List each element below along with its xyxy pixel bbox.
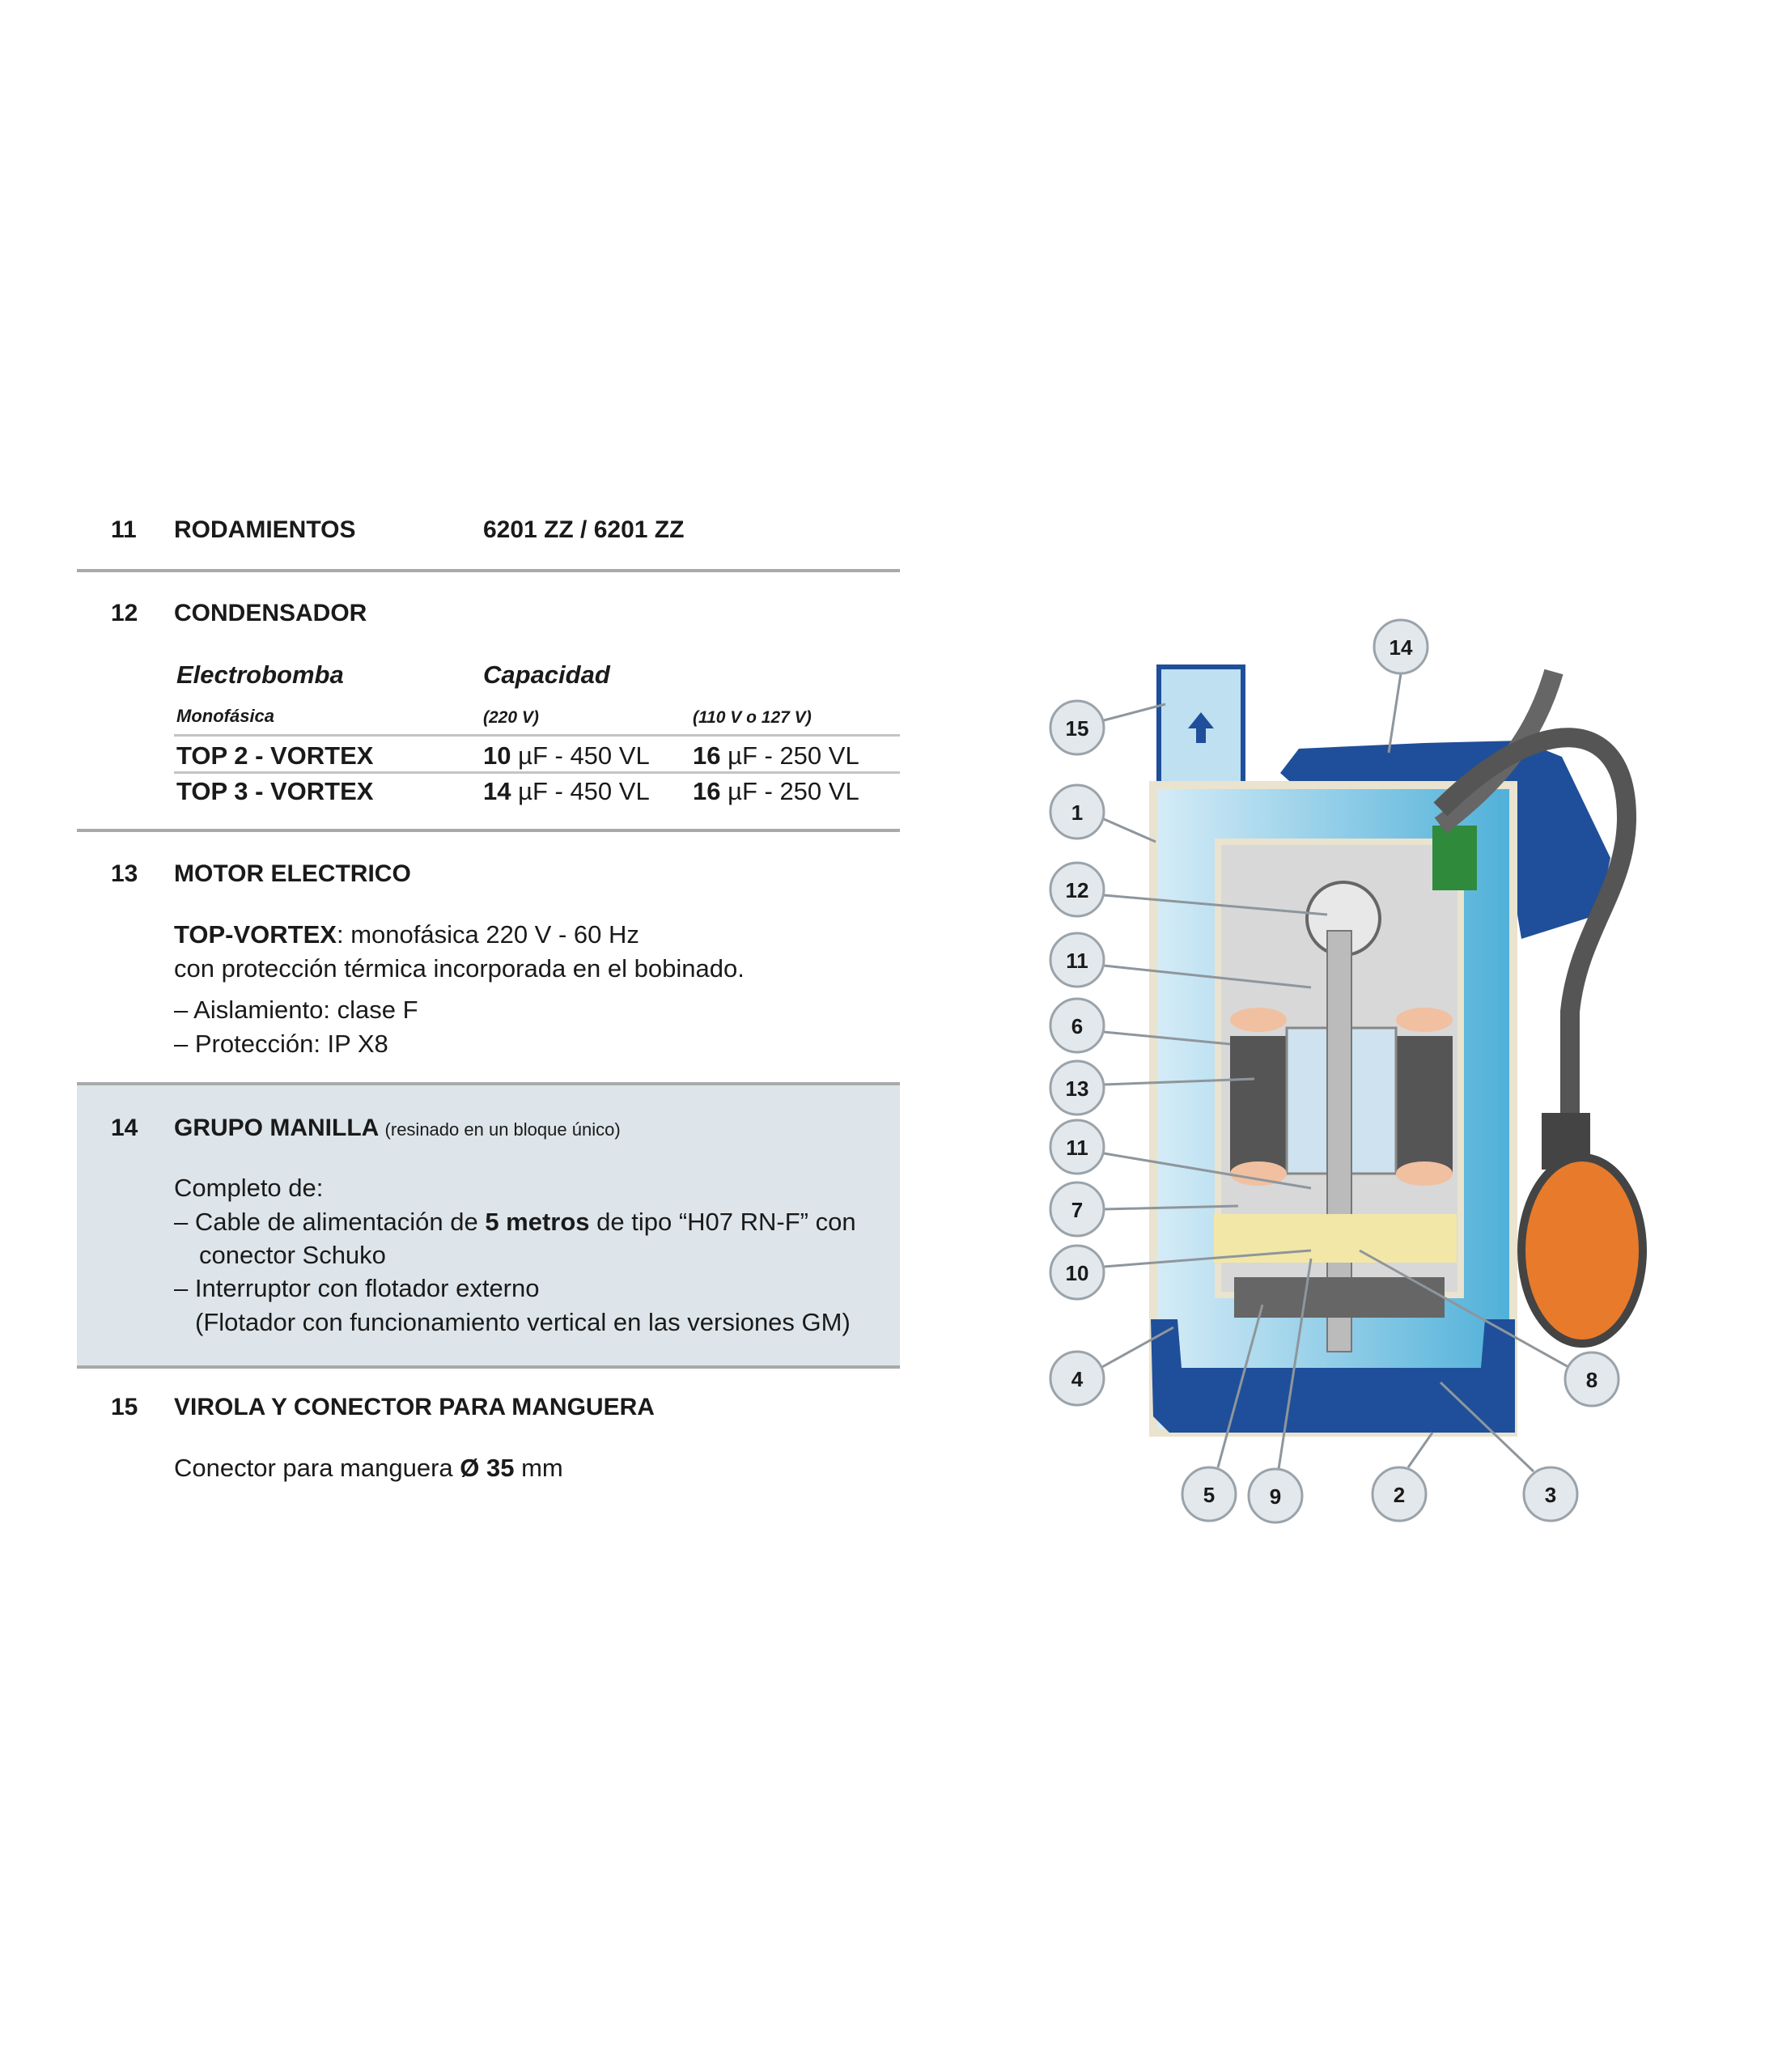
handle-switch: – Interruptor con flotador externo [174, 1274, 540, 1302]
section-title: MOTOR ELECTRICO [174, 860, 411, 887]
svg-text:4: 4 [1071, 1367, 1084, 1391]
callout-12: 12 [1049, 861, 1105, 918]
table-cell-110v: 16 µF - 250 VL [693, 779, 859, 804]
section-number: 11 [111, 516, 137, 543]
table-cell-110v: 16 µF - 250 VL [693, 743, 859, 768]
float-cable [1433, 728, 1637, 1149]
table-cell-model: TOP 2 - VORTEX [176, 741, 374, 770]
callout-6: 6 [1049, 997, 1105, 1054]
leader-lines [1100, 673, 1571, 1473]
winding [1396, 1161, 1453, 1186]
table-cell-model: TOP 3 - VORTEX [176, 777, 374, 805]
hose-post: mm [514, 1454, 563, 1482]
flow-arrow-icon [1188, 712, 1214, 743]
cap-value: 10 [483, 741, 511, 770]
bearing-value: 6201 ZZ / 6201 ZZ [483, 516, 685, 543]
table-cell-220v: 14 µF - 450 VL [483, 779, 650, 804]
cable-pre: – Cable de alimentación de [174, 1208, 486, 1236]
section-title: RODAMIENTOS [174, 516, 356, 543]
table-sub-phase: Monofásica [176, 706, 275, 726]
callout-14: 14 [1373, 618, 1429, 675]
cable-length: 5 metros [485, 1208, 590, 1236]
svg-text:14: 14 [1390, 635, 1413, 660]
section-number: 14 [111, 1115, 138, 1141]
motor-model: TOP-VORTEX [174, 920, 337, 949]
table-sub-220v: (220 V) [483, 708, 539, 727]
section-subtitle: (resinado en un bloque único) [384, 1119, 621, 1140]
divider [77, 829, 900, 832]
section-number: 15 [111, 1394, 138, 1420]
callout-11-lower: 11 [1049, 1119, 1105, 1175]
hose-pre: Conector para manguera [174, 1454, 460, 1482]
svg-text:12: 12 [1066, 878, 1089, 902]
pump-base [1151, 1319, 1515, 1433]
motor-voltage: : monofásica 220 V - 60 Hz [336, 920, 639, 949]
winding [1230, 1008, 1287, 1032]
motor-spec: TOP-VORTEX: monofásica 220 V - 60 Hz [174, 922, 639, 947]
section-title: GRUPO MANILLA (resinado en un bloque úni… [174, 1116, 621, 1140]
callout-5: 5 [1181, 1466, 1237, 1522]
cap-value: 16 [693, 777, 721, 805]
section-number: 12 [111, 600, 138, 626]
callout-4: 4 [1049, 1350, 1105, 1407]
svg-text:1: 1 [1071, 800, 1083, 825]
section-title: VIROLA Y CONECTOR PARA MANGUERA [174, 1394, 655, 1420]
table-cell-220v: 10 µF - 450 VL [483, 743, 650, 768]
hose-connector: Conector para manguera Ø 35 mm [174, 1455, 563, 1480]
svg-text:8: 8 [1586, 1368, 1597, 1392]
callout-3: 3 [1522, 1466, 1579, 1522]
cable-post: de tipo “H07 RN-F” con [589, 1208, 856, 1236]
section-title-text: GRUPO MANILLA [174, 1115, 379, 1141]
callout-1: 1 [1049, 783, 1105, 840]
svg-text:5: 5 [1203, 1483, 1215, 1507]
callout-11-upper: 11 [1049, 932, 1105, 988]
svg-text:7: 7 [1071, 1198, 1083, 1222]
svg-text:2: 2 [1394, 1483, 1405, 1507]
handle-switch-cont: (Flotador con funcionamiento vertical en… [195, 1308, 851, 1336]
section-title: CONDENSADOR [174, 600, 367, 626]
table-sub-110v: (110 V o 127 V) [693, 708, 812, 727]
motor-ip: – Protección: IP X8 [174, 1030, 388, 1058]
winding [1230, 1161, 1287, 1186]
winding [1396, 1008, 1453, 1032]
handle-cable-cont: conector Schuko [199, 1241, 386, 1269]
section-14-highlight [77, 1082, 900, 1369]
svg-text:11: 11 [1066, 949, 1088, 973]
svg-text:15: 15 [1066, 716, 1089, 741]
cap-value: 14 [483, 777, 511, 805]
cap-unit: µF - 250 VL [720, 777, 859, 805]
divider [77, 569, 900, 572]
cap-unit: µF - 450 VL [511, 741, 650, 770]
cap-unit: µF - 250 VL [720, 741, 859, 770]
svg-text:3: 3 [1545, 1483, 1556, 1507]
handle-intro: Completo de: [174, 1174, 324, 1202]
svg-text:6: 6 [1071, 1014, 1083, 1038]
section-number: 13 [111, 860, 138, 887]
cap-unit: µF - 450 VL [511, 777, 650, 805]
table-header-capacity: Capacidad [483, 660, 610, 689]
table-divider [174, 734, 900, 737]
impeller [1234, 1277, 1445, 1318]
motor-protection: con protección térmica incorporada en el… [174, 954, 745, 983]
callout-9: 9 [1247, 1467, 1304, 1524]
callout-13: 13 [1049, 1059, 1105, 1116]
hose-diameter: Ø 35 [460, 1454, 515, 1482]
callout-10: 10 [1049, 1244, 1105, 1301]
cap-value: 16 [693, 741, 721, 770]
svg-text:13: 13 [1066, 1076, 1089, 1101]
green-connector [1432, 826, 1477, 890]
table-divider [174, 771, 900, 774]
svg-text:10: 10 [1066, 1261, 1089, 1285]
float-switch [1517, 1153, 1647, 1348]
table-header-pump: Electrobomba [176, 660, 344, 689]
svg-text:11: 11 [1066, 1136, 1088, 1160]
handle-cable: – Cable de alimentación de 5 metros de t… [174, 1209, 856, 1234]
motor-insulation: – Aislamiento: clase F [174, 996, 418, 1024]
callout-8: 8 [1563, 1351, 1620, 1408]
callout-2: 2 [1371, 1466, 1428, 1522]
callout-7: 7 [1049, 1181, 1105, 1238]
svg-text:9: 9 [1270, 1484, 1281, 1509]
callout-15: 15 [1049, 699, 1105, 756]
